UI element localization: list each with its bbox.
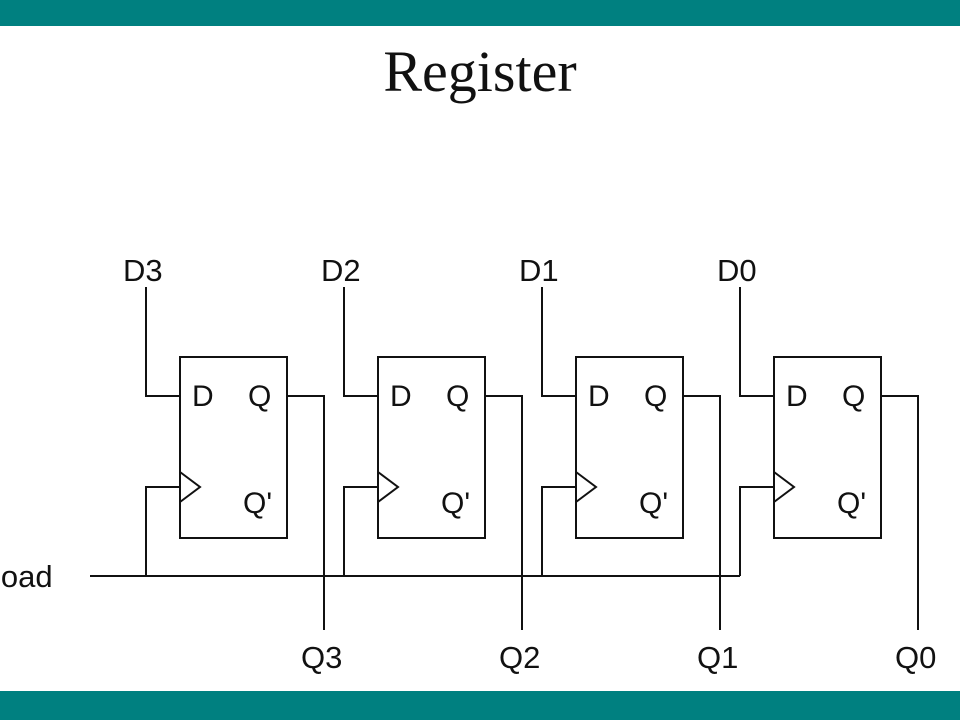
d-pin-label: D	[588, 380, 610, 413]
flipflop-box	[179, 356, 288, 539]
d-input-wire	[739, 287, 774, 397]
qbar-pin-label: Q'	[837, 487, 866, 520]
d-pin-label: D	[192, 380, 214, 413]
flipflop-box	[377, 356, 486, 539]
qbar-pin-label: Q'	[243, 487, 272, 520]
q-output-wire	[287, 395, 325, 630]
top-accent-bar	[0, 0, 960, 26]
flipflop-box	[575, 356, 684, 539]
d-input-wire	[343, 287, 378, 397]
q-output-wire	[485, 395, 523, 630]
bottom-accent-bar	[0, 691, 960, 720]
q-pin-label: Q	[644, 380, 667, 413]
input-label: D3	[123, 253, 163, 288]
input-label: D0	[717, 253, 757, 288]
output-label: Q1	[697, 640, 738, 675]
d-input-wire	[541, 287, 576, 397]
output-label: Q2	[499, 640, 540, 675]
input-label: D1	[519, 253, 559, 288]
q-pin-label: Q	[842, 380, 865, 413]
flipflop-2: D1D Q Q' Q1	[519, 253, 738, 675]
q-pin-label: Q	[446, 380, 469, 413]
clock-wire	[145, 486, 180, 576]
output-label: Q3	[301, 640, 342, 675]
slide-title: Register	[383, 39, 577, 104]
load-label: load	[0, 559, 53, 594]
clock-wire	[343, 486, 378, 576]
q-output-wire	[683, 395, 721, 630]
qbar-pin-label: Q'	[639, 487, 668, 520]
qbar-pin-label: Q'	[441, 487, 470, 520]
clock-triangle	[377, 471, 400, 503]
clock-triangle	[179, 471, 202, 503]
d-input-wire	[145, 287, 180, 397]
d-pin-label: D	[390, 380, 412, 413]
d-pin-label: D	[786, 380, 808, 413]
q-pin-label: Q	[248, 380, 271, 413]
clock-triangle	[773, 471, 796, 503]
clock-wire	[541, 486, 576, 576]
output-label: Q0	[895, 640, 936, 675]
q-output-wire	[881, 395, 919, 630]
flipflop-0: D3D Q Q' Q3	[123, 253, 342, 675]
flipflop-1: D2D Q Q' Q2	[321, 253, 540, 675]
flipflop-box	[773, 356, 882, 539]
flipflop-3: D0D Q Q' Q0	[717, 253, 936, 675]
input-label: D2	[321, 253, 361, 288]
clock-wire	[739, 486, 774, 576]
clock-triangle	[575, 471, 598, 503]
